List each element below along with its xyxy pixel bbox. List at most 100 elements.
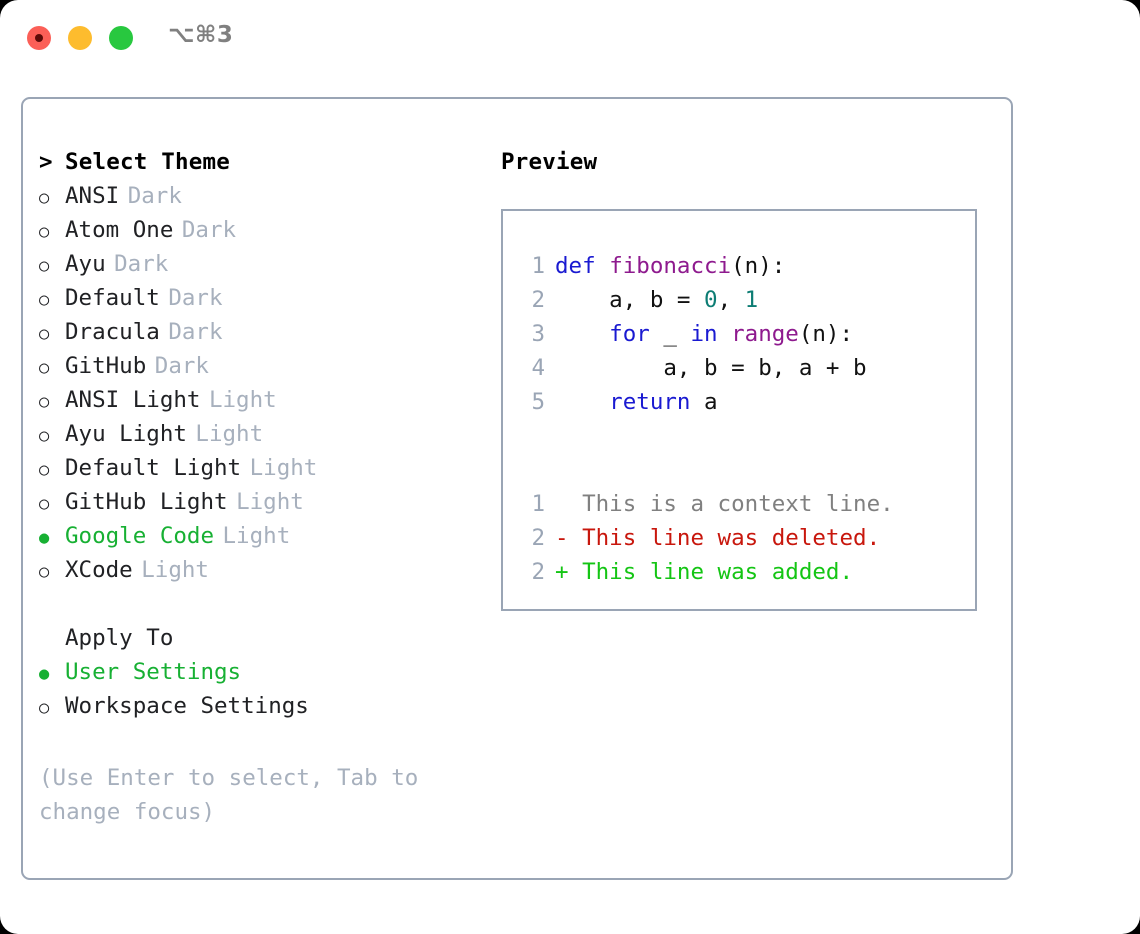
apply-to-option-label: Workspace Settings <box>65 693 309 719</box>
apply-to-title-label: Apply To <box>65 625 174 651</box>
theme-selector-title: > Select Theme <box>39 149 479 183</box>
code-line: 4 a, b = b, a + b <box>517 355 975 389</box>
theme-variant: Dark <box>127 183 182 209</box>
close-button[interactable] <box>27 26 51 50</box>
code-token: return <box>555 389 705 415</box>
theme-list-item-ayu-light[interactable]: ○ Ayu Light Light <box>39 421 479 455</box>
diff-line-deleted: 2 - This line was deleted. <box>517 525 975 559</box>
theme-selector-pane: > Select Theme ○ ANSI Dark ○ Atom One Da… <box>39 149 479 727</box>
apply-to-group: o Apply To ● User Settings ○ Workspace S… <box>39 625 479 727</box>
radio-unselected-icon[interactable]: ○ <box>39 562 50 582</box>
window-titlebar: ⌥⌘3 <box>0 0 1140 78</box>
theme-variant: Light <box>236 489 304 515</box>
diff-line-context: 1 This is a context line. <box>517 491 975 525</box>
theme-name: Ayu <box>65 251 106 277</box>
diff-sign <box>555 491 569 517</box>
code-token: a, b = <box>555 287 705 313</box>
theme-list-item-xcode[interactable]: ○ XCode Light <box>39 557 479 591</box>
radio-unselected-icon[interactable]: ○ <box>39 290 50 310</box>
theme-name: Atom One <box>65 217 174 243</box>
radio-unselected-icon[interactable]: ○ <box>39 188 50 208</box>
code-line: 5 return a <box>517 389 975 423</box>
spacer-icon: o <box>39 625 65 651</box>
radio-unselected-icon[interactable]: ○ <box>39 494 50 514</box>
main-panel: > Select Theme ○ ANSI Dark ○ Atom One Da… <box>21 97 1013 880</box>
line-number: 2 <box>531 525 545 551</box>
theme-variant: Light <box>222 523 291 549</box>
caret-icon: > <box>39 149 53 175</box>
theme-list-item-google-code[interactable]: ● Google Code Light <box>39 523 479 557</box>
diff-text: This line was added. <box>582 559 854 585</box>
apply-to-title: o Apply To <box>39 625 479 659</box>
diff-sign: - <box>555 525 569 551</box>
radio-unselected-icon[interactable]: ○ <box>39 426 50 446</box>
theme-name: Default <box>65 285 160 311</box>
diff-text: This is a context line. <box>582 491 894 517</box>
theme-list-item-default-light[interactable]: ○ Default Light Light <box>39 455 479 489</box>
radio-unselected-icon[interactable]: ○ <box>39 698 50 718</box>
code-line: 3 for _ in range(n): <box>517 321 975 355</box>
radio-unselected-icon[interactable]: ○ <box>39 256 50 276</box>
code-blank-line <box>517 457 975 491</box>
code-token: fibonacci <box>609 253 732 279</box>
apply-to-option-workspace-settings[interactable]: ○ Workspace Settings <box>39 693 479 727</box>
preview-box: 1 def fibonacci(n): 2 a, b = 0, 1 3 for … <box>501 209 977 611</box>
theme-selector-title-label: Select Theme <box>65 149 230 175</box>
theme-variant: Dark <box>114 251 169 277</box>
radio-unselected-icon[interactable]: ○ <box>39 358 50 378</box>
radio-selected-icon[interactable]: ● <box>39 664 50 684</box>
maximize-button[interactable] <box>109 26 133 50</box>
theme-list-item-github[interactable]: ○ GitHub Dark <box>39 353 479 387</box>
code-token: in <box>690 321 732 347</box>
theme-list-item-default[interactable]: ○ Default Dark <box>39 285 479 319</box>
preview-title: Preview <box>501 149 598 175</box>
theme-list-item-github-light[interactable]: ○ GitHub Light Light <box>39 489 479 523</box>
theme-variant: Light <box>141 557 209 583</box>
theme-list-item-ansi-light[interactable]: ○ ANSI Light Light <box>39 387 479 421</box>
code-token: 0 <box>704 287 718 313</box>
theme-list-item-ayu[interactable]: ○ Ayu Dark <box>39 251 479 285</box>
theme-name: Default Light <box>65 455 242 481</box>
code-token: a <box>704 389 718 415</box>
diff-sign: + <box>555 559 569 585</box>
radio-unselected-icon[interactable]: ○ <box>39 460 50 480</box>
theme-name: XCode <box>65 557 133 583</box>
code-token: range <box>731 321 799 347</box>
theme-name: Google Code <box>65 523 215 549</box>
code-line: 2 a, b = 0, 1 <box>517 287 975 321</box>
code-line: 1 def fibonacci(n): <box>517 253 975 287</box>
theme-list-item-atom-one[interactable]: ○ Atom One Dark <box>39 217 479 251</box>
diff-line-added: 2 + This line was added. <box>517 559 975 593</box>
theme-name: GitHub <box>65 353 147 379</box>
theme-name: ANSI Light <box>65 387 201 413</box>
minimize-button[interactable] <box>68 26 92 50</box>
radio-selected-icon[interactable]: ● <box>39 528 50 548</box>
apply-to-option-label: User Settings <box>65 659 242 685</box>
theme-name: GitHub Light <box>65 489 228 515</box>
code-blank-line <box>517 423 975 457</box>
theme-list-item-dracula[interactable]: ○ Dracula Dark <box>39 319 479 353</box>
section-spacer <box>39 591 479 625</box>
code-token: (n): <box>731 253 786 279</box>
preview-pane: Preview 1 def fibonacci(n): 2 a, b = 0, … <box>501 149 991 611</box>
theme-name: Ayu Light <box>65 421 187 447</box>
radio-unselected-icon[interactable]: ○ <box>39 392 50 412</box>
theme-variant: Dark <box>154 353 209 379</box>
theme-list-item-ansi[interactable]: ○ ANSI Dark <box>39 183 479 217</box>
theme-variant: Dark <box>181 217 237 243</box>
line-number: 1 <box>531 491 545 517</box>
code-token: _ <box>663 321 691 347</box>
apply-to-option-user-settings[interactable]: ● User Settings <box>39 659 479 693</box>
keyboard-shortcut-label: ⌥⌘3 <box>168 22 234 48</box>
line-number: 2 <box>531 287 545 313</box>
line-number: 5 <box>531 389 545 415</box>
line-number: 4 <box>531 355 545 381</box>
line-number: 3 <box>531 321 545 347</box>
radio-unselected-icon[interactable]: ○ <box>39 324 50 344</box>
theme-variant: Light <box>249 455 318 481</box>
code-token: , <box>717 287 745 313</box>
code-token: def <box>555 253 610 279</box>
traffic-light-group <box>27 26 133 50</box>
radio-unselected-icon[interactable]: ○ <box>39 222 50 242</box>
